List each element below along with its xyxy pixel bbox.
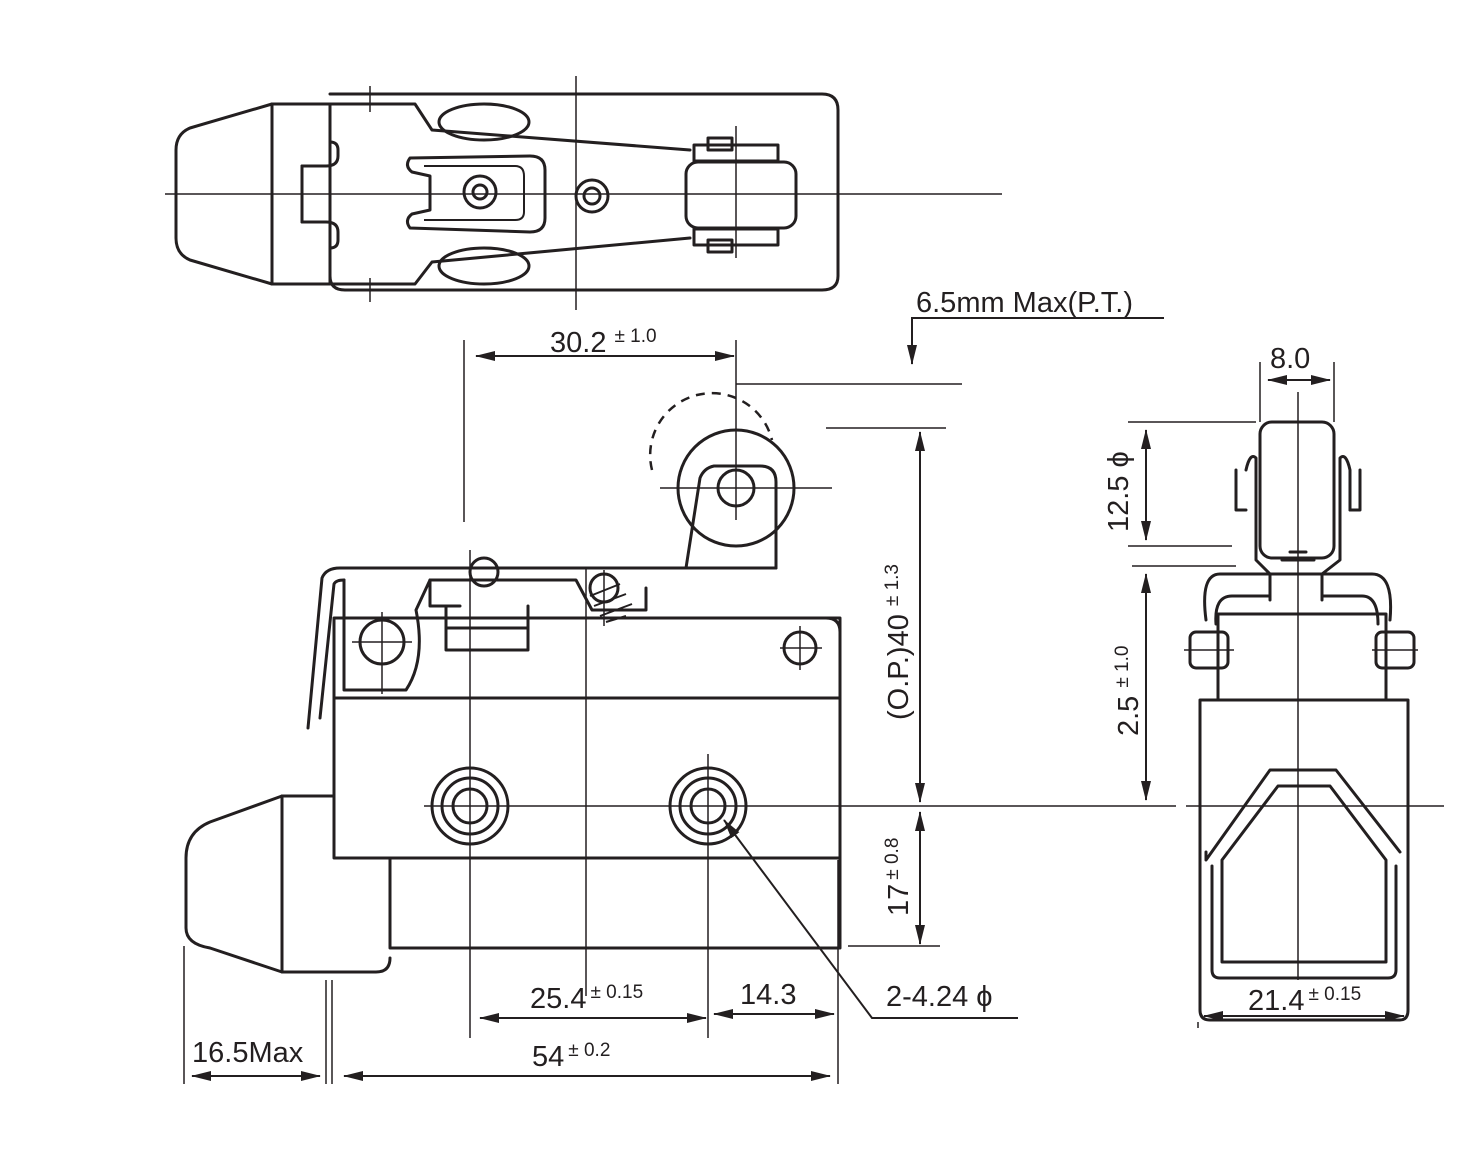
front-view-body-lower (332, 696, 842, 860)
label-holes: 2-4.24 ϕ (886, 981, 993, 1013)
label-roller-width: 8.0 (1270, 343, 1310, 375)
label-side-offset: 2.5± 1.0 (1112, 646, 1145, 736)
side-view-plunger (1204, 768, 1402, 862)
side-view-roller (1258, 420, 1336, 560)
label-body-length: 54± 0.2 (532, 1040, 610, 1073)
dimension-labels: 30.2± 1.0 6.5mm Max(P.T.) (O.P.)40± 1.3 … (192, 287, 1361, 1073)
front-view-roller-released (648, 391, 774, 471)
label-roller-diameter: 12.5 ϕ (1103, 451, 1135, 532)
top-view-lever (328, 102, 692, 152)
side-view-body (1216, 612, 1388, 702)
label-lower-height: 17± 0.8 (882, 838, 915, 916)
top-view (165, 76, 1002, 310)
front-view-roller-arm (684, 464, 778, 570)
dimension-lines (183, 317, 1405, 1084)
side-view-bracket (1203, 572, 1393, 622)
front-view (184, 340, 1176, 1038)
label-hole-spacing: 25.4± 0.15 (530, 982, 643, 1015)
label-top-width: 30.2± 1.0 (550, 326, 657, 359)
label-plunger-max: 16.5Max (192, 1037, 304, 1069)
front-view-lever-arm (306, 566, 778, 730)
side-view (1184, 392, 1444, 1022)
top-view-roller (684, 160, 798, 230)
label-hole-offset: 14.3 (740, 979, 796, 1011)
label-side-width: 21.4± 0.15 (1248, 984, 1361, 1017)
label-pretravel: 6.5mm Max(P.T.) (916, 287, 1133, 319)
label-operating-position: (O.P.)40± 1.3 (882, 564, 915, 720)
front-view-plunger (184, 794, 392, 974)
